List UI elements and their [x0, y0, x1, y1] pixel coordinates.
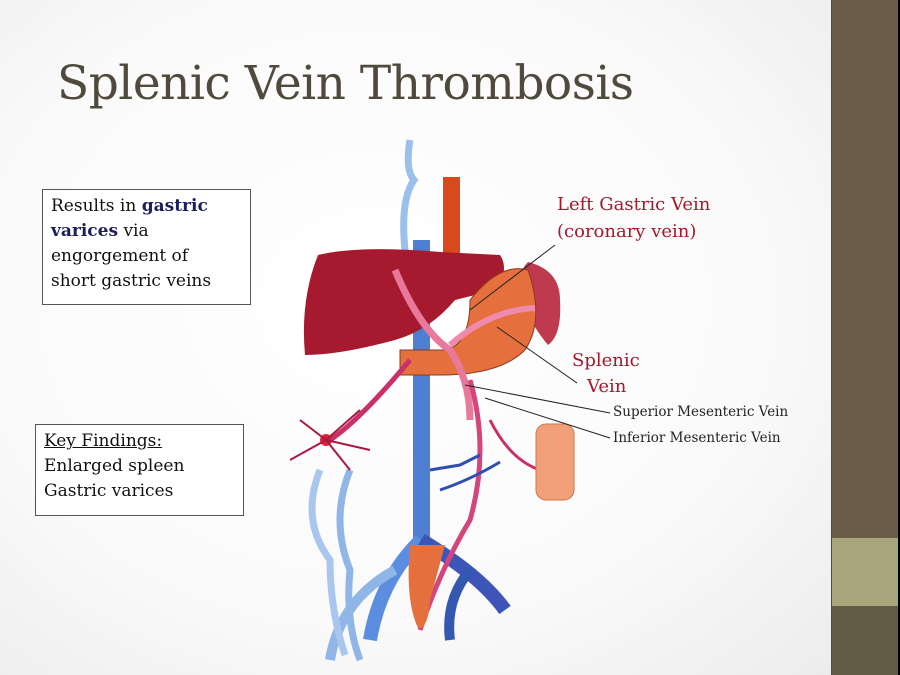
label-left-gastric-vein: Left Gastric Vein [557, 194, 711, 215]
text: Results in [51, 196, 142, 216]
slide: Splenic Vein Thrombosis Results in gastr… [0, 0, 831, 675]
label-superior-mesenteric-vein: Superior Mesenteric Vein [613, 404, 789, 420]
stomach [399, 268, 537, 376]
label-inferior-mesenteric-vein: Inferior Mesenteric Vein [613, 430, 781, 446]
liver [303, 249, 504, 355]
key-findings-textbox: Key Findings: Enlarged spleen Gastric va… [35, 424, 244, 516]
colon-segment [535, 423, 575, 501]
label-coronary-vein: (coronary vein) [557, 221, 697, 242]
label-splenic: Splenic [572, 350, 640, 371]
gastric-varices-textbox: Results in gastric varices via engorgeme… [42, 189, 251, 305]
text: engorgement of [51, 246, 189, 266]
finding-item: Enlarged spleen [44, 456, 185, 476]
rectum [408, 545, 445, 629]
sidebar-bottom-band [832, 606, 898, 675]
sidebar-accent-band [832, 538, 898, 606]
decorative-sidebar [831, 0, 898, 675]
esophagus [443, 177, 460, 267]
label-vein: Vein [587, 376, 627, 397]
finding-item: Gastric varices [44, 481, 174, 501]
smv [417, 379, 483, 631]
key-findings-heading: Key Findings: [44, 431, 163, 451]
portal-venous-anatomy-illustration [289, 139, 611, 662]
text: short gastric veins [51, 271, 212, 291]
text: via [118, 221, 149, 241]
portal-vein [391, 268, 474, 421]
splenic-vein [448, 305, 536, 348]
highlight-text: gastric [141, 196, 208, 216]
highlight-text: varices [51, 221, 119, 241]
slide-title: Splenic Vein Thrombosis [57, 56, 634, 111]
